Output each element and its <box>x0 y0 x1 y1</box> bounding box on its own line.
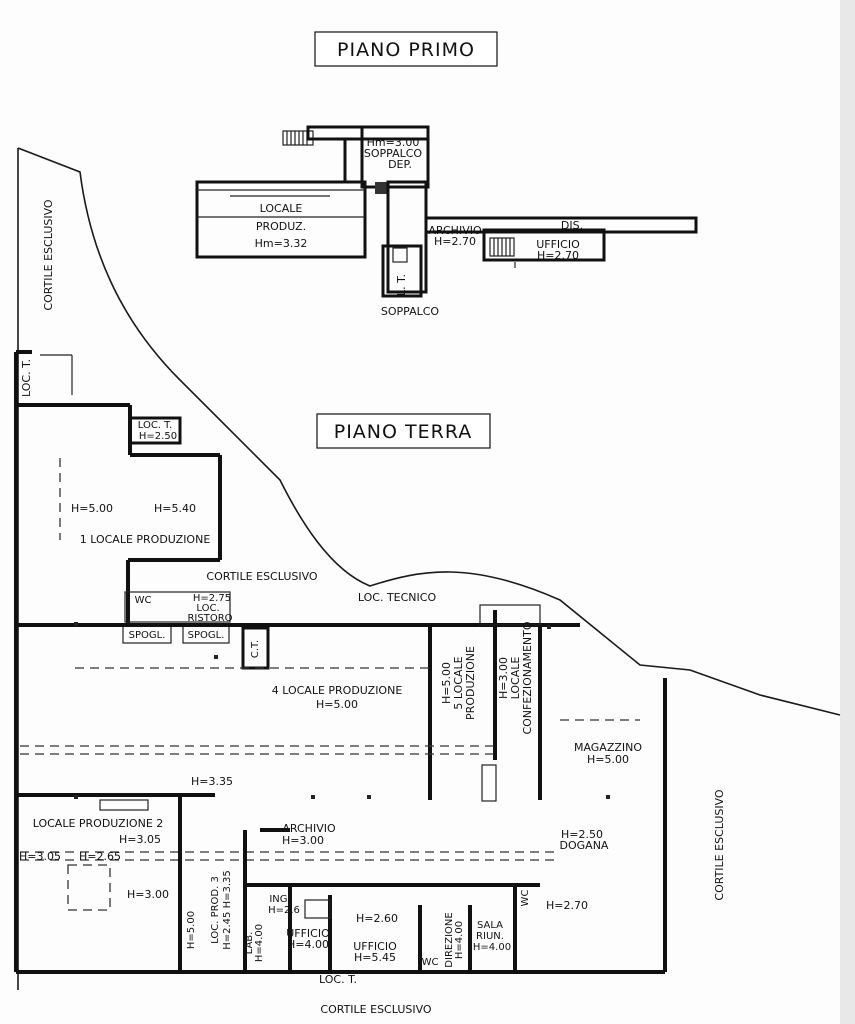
conf-name: LOCALE <box>509 657 522 700</box>
soppalco-dep-name2: DEP. <box>388 158 412 171</box>
h305-a-label: H=3.05 <box>119 833 161 846</box>
cortile-left-label: CORTILE ESCLUSIVO <box>42 199 55 311</box>
ing-label: ING. <box>269 894 290 905</box>
dis-label: DIS. <box>561 219 583 232</box>
wc-label: WC <box>135 595 152 606</box>
magazzino-height: H=5.00 <box>587 753 629 766</box>
svg-text:PIANO TERRA: PIANO TERRA <box>334 421 473 443</box>
scan-edge <box>840 0 855 1024</box>
spogl-1-label: SPOGL. <box>129 630 166 641</box>
ufficio-label: UFFICIO <box>536 238 580 251</box>
loc-t-top-label: LOC. T. <box>20 359 33 397</box>
ufficio-a-height: H=4.00 <box>287 938 329 951</box>
prod1-height-a: H=5.00 <box>71 502 113 515</box>
loc-ristoro-label2: RISTORO <box>187 613 232 624</box>
h275-label: H=2.75 <box>193 593 231 604</box>
prod1-name: 1 LOCALE PRODUZIONE <box>80 533 211 546</box>
locprod3-name: LOC. PROD. 3 <box>210 876 221 944</box>
svg-text:PIANO PRIMO: PIANO PRIMO <box>337 39 475 61</box>
ufficio-a-label: UFFICIO <box>286 927 330 940</box>
piano-primo-plan <box>195 125 698 298</box>
lab-height: H=4.00 <box>254 924 265 962</box>
locprod3-heights: H=2.45 H=3.35 <box>222 870 233 950</box>
direzione-label: DIREZIONE <box>444 912 455 967</box>
h265-label: H=2.65 <box>79 850 121 863</box>
ufficio-b-height: H=5.45 <box>354 951 396 964</box>
wc-2-label: WC <box>422 957 439 968</box>
ing-height: H=2.6 <box>268 905 300 916</box>
dogana-label: DOGANA <box>560 839 609 852</box>
ufficio-b-label: UFFICIO <box>353 940 397 953</box>
locale-produz-height: Hm=3.32 <box>255 237 308 250</box>
piano-terra-title: PIANO TERRA <box>316 413 491 449</box>
h500-vertical-label: H=5.00 <box>186 911 197 949</box>
loc-tecnico-label: LOC. TECNICO <box>358 591 437 604</box>
soppalco-dep-height: Hm=3.00 <box>367 136 420 149</box>
site-boundary <box>17 147 841 716</box>
h260-label: H=2.60 <box>356 912 398 925</box>
h335-label: H=3.35 <box>191 775 233 788</box>
cortile-mid-label: CORTILE ESCLUSIVO <box>206 570 318 583</box>
wc-3-label: WC <box>520 890 531 907</box>
prod5-name2: PRODUZIONE <box>464 646 477 720</box>
archivio-height-terra: H=3.00 <box>282 834 324 847</box>
h250-label: H=2.50 <box>561 828 603 841</box>
piano-terra-plan <box>14 350 667 974</box>
piano-primo-title: PIANO PRIMO <box>314 31 498 67</box>
loc-t-2-height: H=2.50 <box>139 431 177 442</box>
loc-t-bottom-label: LOC. T. <box>319 973 357 986</box>
prod2-name: LOCALE PRODUZIONE 2 <box>33 817 164 830</box>
conf-height: H=3.00 <box>497 657 510 699</box>
sala-height: H=4.00 <box>473 942 511 953</box>
sala-label: SALA <box>477 920 503 931</box>
locale-produz-label2: PRODUZ. <box>256 220 306 233</box>
sala-label2: RIUN. <box>476 931 504 942</box>
archivio-label: ARCHIVIO <box>428 224 482 237</box>
loc-ristoro-label: LOC. <box>196 603 219 614</box>
ct-label: C.T. <box>250 640 261 658</box>
direzione-height: H=4.00 <box>454 921 465 959</box>
prod4-height: H=5.00 <box>316 698 358 711</box>
soppalco-label: SOPPALCO <box>381 305 440 318</box>
prod4-name: 4 LOCALE PRODUZIONE <box>272 684 403 697</box>
lt-label: L. T. <box>395 274 408 296</box>
spogl-2-label: SPOGL. <box>188 630 225 641</box>
ufficio-height: H=2.70 <box>537 249 579 262</box>
conf-name2: CONFEZIONAMENTO <box>521 621 534 734</box>
archivio-height: H=2.70 <box>434 235 476 248</box>
prod1-height-b: H=5.40 <box>154 502 196 515</box>
archivio-label-terra: ARCHIVIO <box>282 822 336 835</box>
cortile-bottom-label: CORTILE ESCLUSIVO <box>320 1003 432 1016</box>
locale-produz-label: LOCALE <box>260 202 303 215</box>
soppalco-dep-name: SOPPALCO <box>364 147 423 160</box>
h305-b-label: H=3.05 <box>19 850 61 863</box>
h270-label: H=2.70 <box>546 899 588 912</box>
prod5-name: 5 LOCALE <box>452 656 465 709</box>
h300-label: H=3.00 <box>127 888 169 901</box>
prod5-height: H=5.00 <box>440 662 453 704</box>
magazzino-label: MAGAZZINO <box>574 741 642 754</box>
lab-label: LAB. <box>244 932 255 955</box>
loc-t-2-label: LOC. T. <box>138 420 173 431</box>
cortile-right-label: CORTILE ESCLUSIVO <box>713 789 726 901</box>
